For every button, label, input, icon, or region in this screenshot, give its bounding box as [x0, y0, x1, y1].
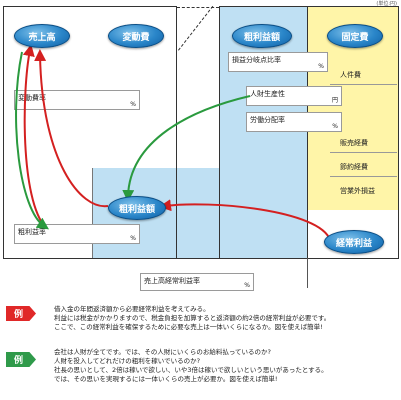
arrow-green-sales-to-ratio — [15, 51, 49, 230]
arrow-red-gross-to-sales — [34, 49, 109, 208]
fixed-item-divider-3 — [330, 176, 397, 177]
example-tag-1: 例 — [6, 306, 36, 321]
node-fixed-cost[interactable]: 固定費 — [327, 24, 383, 48]
bottom-right-tick — [307, 258, 308, 288]
ordinary-ratio-unit: % — [244, 282, 250, 289]
arrow-red-profit-to-gross — [159, 199, 331, 241]
node-sales[interactable]: 売上高 — [14, 24, 70, 48]
example-2-line-2: 人財を投入してどれだけの粗利を稼いでいるのか? — [54, 357, 201, 365]
labor-productivity-box[interactable]: 人財生産性 円 — [246, 86, 342, 106]
corner-label: (単位:円) — [376, 1, 397, 7]
fixed-item-labor: 人件費 — [340, 71, 361, 79]
node-target-profit[interactable]: 経常利益 — [324, 230, 384, 254]
breakeven-ratio-label: 損益分岐点比率 — [232, 56, 281, 64]
breakeven-ratio-box[interactable]: 損益分岐点比率 % — [228, 52, 328, 72]
vertical-line-mid — [92, 168, 93, 258]
example-1-line-1: 借入金の年間返済額から必要経常利益を考えてみる。 — [54, 305, 210, 313]
example-2-line-4: では、その思いを実現するには一体いくらの売上が必要か。図を使えば簡単! — [54, 375, 278, 383]
labor-share-label: 労働分配率 — [250, 116, 285, 124]
node-gross-profit-top[interactable]: 粗利益額 — [232, 24, 292, 48]
breakeven-ratio-unit: % — [318, 63, 324, 70]
labor-productivity-label: 人財生産性 — [250, 90, 285, 98]
fixed-item-divider-1 — [330, 84, 397, 85]
arrow-green-labor-to-gross — [122, 95, 251, 202]
example-1-line-2: 利益には税金がかかりますので、税金負担を加算すると返済額の約2倍の経常利益が必要… — [54, 314, 331, 322]
variable-ratio-box[interactable]: 変動費率 % — [14, 90, 140, 110]
example-2-line-1: 会社は人財が全てです。では、その人財にいくらのお給料払っているのか? — [54, 348, 271, 356]
fixed-item-nonop: 営業外損益 — [340, 187, 375, 195]
variable-ratio-unit: % — [130, 101, 136, 108]
vertical-line-right — [307, 6, 308, 258]
right-frame — [219, 6, 399, 258]
ordinary-ratio-label: 売上高経常利益率 — [144, 277, 200, 285]
example-2-line-3: 社長の思いとして、2倍は稼いで欲しい、いや3倍は稼いで欲しいという思いがあったと… — [54, 366, 328, 374]
example-1-line-3: ここで、この経常利益を確保するために必要な売上は一体いくらになるか。図を使えば簡… — [54, 323, 323, 331]
dashed-top-line — [177, 7, 219, 8]
fixed-item-divider-2 — [330, 152, 397, 153]
fixed-item-sales: 販売経費 — [340, 139, 368, 147]
gross-ratio-unit: % — [130, 235, 136, 242]
gross-ratio-label: 粗利益率 — [18, 228, 46, 236]
variable-ratio-label: 変動費率 — [18, 94, 46, 102]
arrow-red-to-sales-outer — [22, 44, 47, 229]
labor-share-unit: % — [332, 123, 338, 130]
bottom-line — [3, 258, 399, 259]
fixed-item-savings: 節約経費 — [340, 163, 368, 171]
labor-share-box[interactable]: 労働分配率 % — [246, 112, 342, 132]
node-variable-cost[interactable]: 変動費 — [108, 24, 164, 48]
ordinary-ratio-box[interactable]: 売上高経常利益率 % — [140, 273, 254, 291]
labor-productivity-unit: 円 — [331, 97, 338, 104]
example-tag-2: 例 — [6, 352, 36, 367]
left-frame — [3, 6, 177, 258]
node-gross-profit-mid[interactable]: 粗利益額 — [108, 196, 166, 220]
